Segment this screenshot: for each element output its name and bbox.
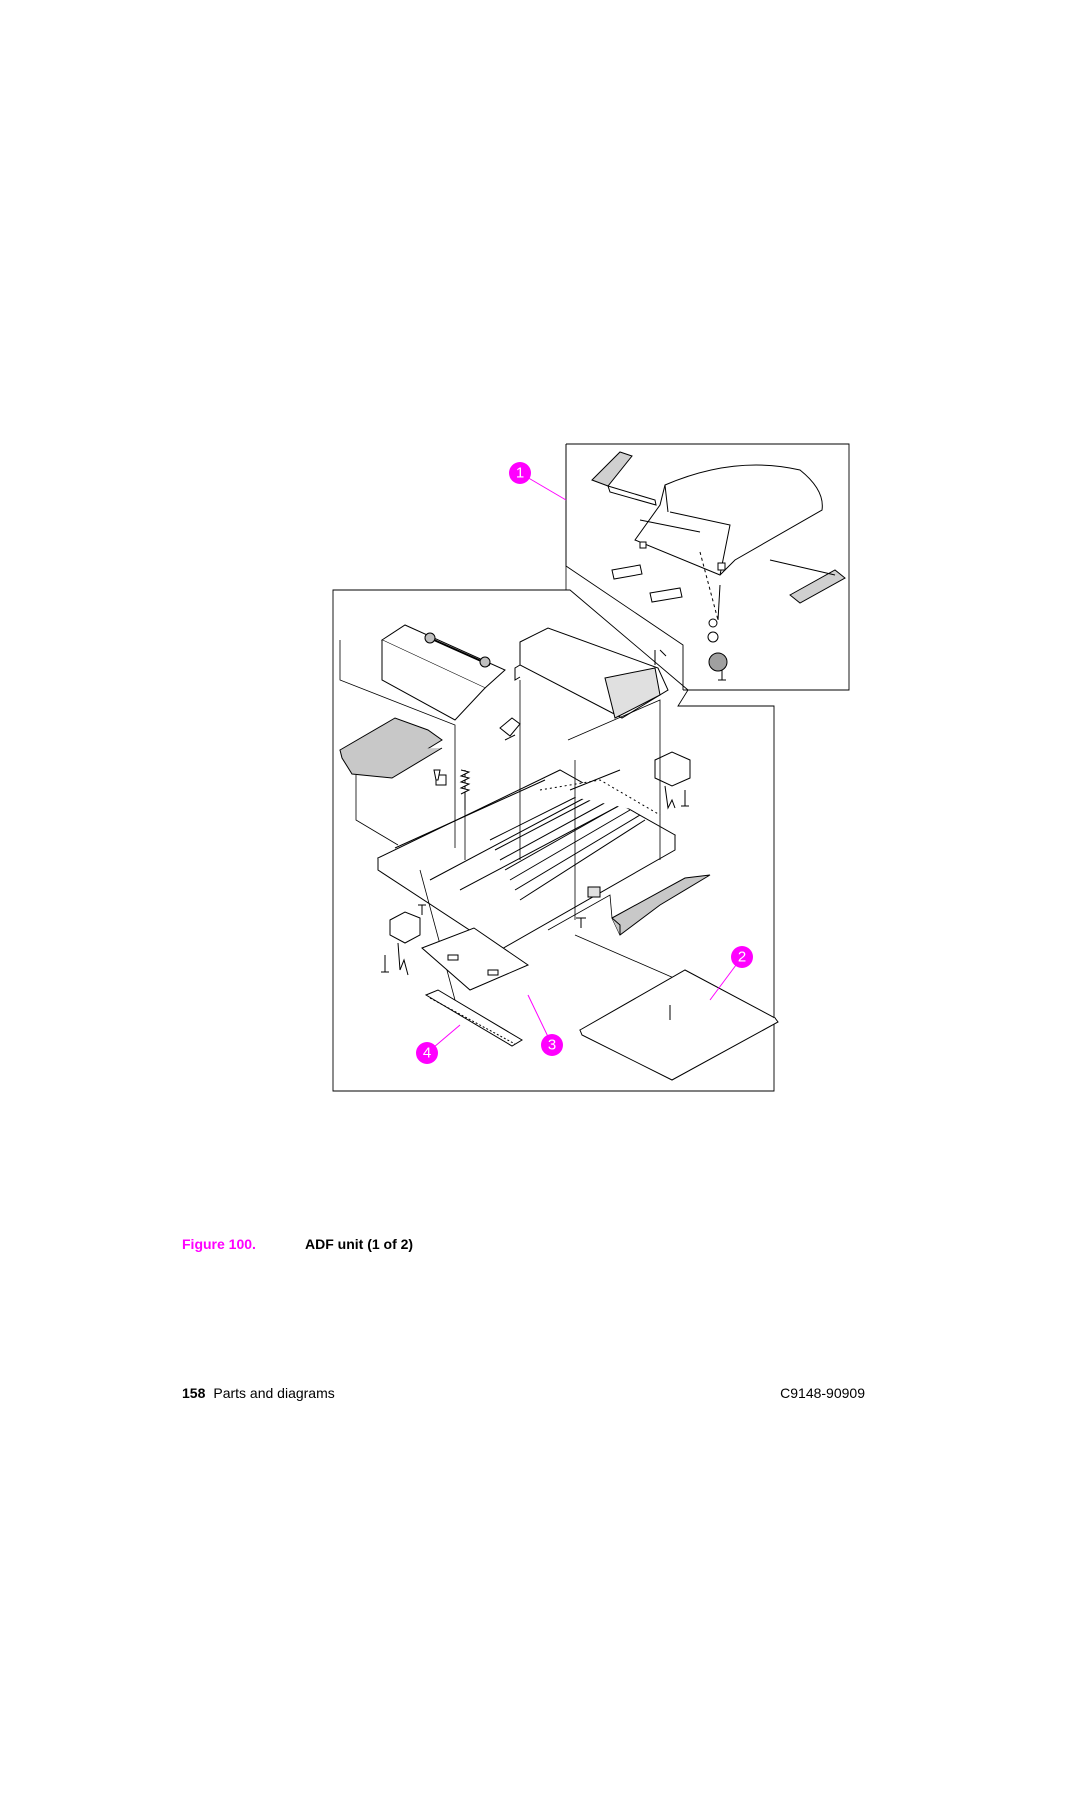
paper-guide-right — [769, 559, 846, 604]
adf-base — [376, 769, 677, 951]
svg-text:3: 3 — [548, 1037, 556, 1054]
callout-2: 2 — [731, 946, 753, 968]
svg-text:2: 2 — [738, 949, 746, 966]
paper-guide-left — [591, 451, 657, 506]
tray-small-parts — [611, 541, 728, 681]
pickup-roller-assembly — [380, 624, 506, 721]
sensor-bracket-right — [654, 751, 691, 810]
guide-part-4 — [424, 989, 523, 1047]
section-title: Parts and diagrams — [213, 1385, 335, 1401]
figure-title: ADF unit (1 of 2) — [305, 1236, 414, 1252]
svg-text:4: 4 — [423, 1045, 431, 1062]
document-mat — [578, 969, 779, 1081]
front-left-cover — [339, 717, 443, 779]
upper-assembly-frame — [566, 443, 850, 691]
lower-assembly-frame — [332, 589, 775, 1092]
callout-3: 3 — [541, 1034, 563, 1056]
page-footer-left: 158 Parts and diagrams — [182, 1385, 335, 1401]
page-number: 158 — [182, 1385, 206, 1401]
input-tray — [634, 464, 823, 576]
svg-text:1: 1 — [516, 465, 524, 482]
fasteners — [418, 769, 586, 928]
plate-part-3 — [421, 927, 530, 991]
right-side-cover — [611, 874, 711, 936]
figure-label: Figure 100. — [182, 1236, 256, 1252]
callout-4: 4 — [416, 1042, 438, 1064]
callout-1: 1 — [509, 462, 531, 484]
document-id: C9148-90909 — [780, 1385, 865, 1401]
leader-lines — [339, 444, 691, 1001]
upper-cover — [514, 627, 669, 719]
sensor-bracket-left — [381, 911, 421, 976]
